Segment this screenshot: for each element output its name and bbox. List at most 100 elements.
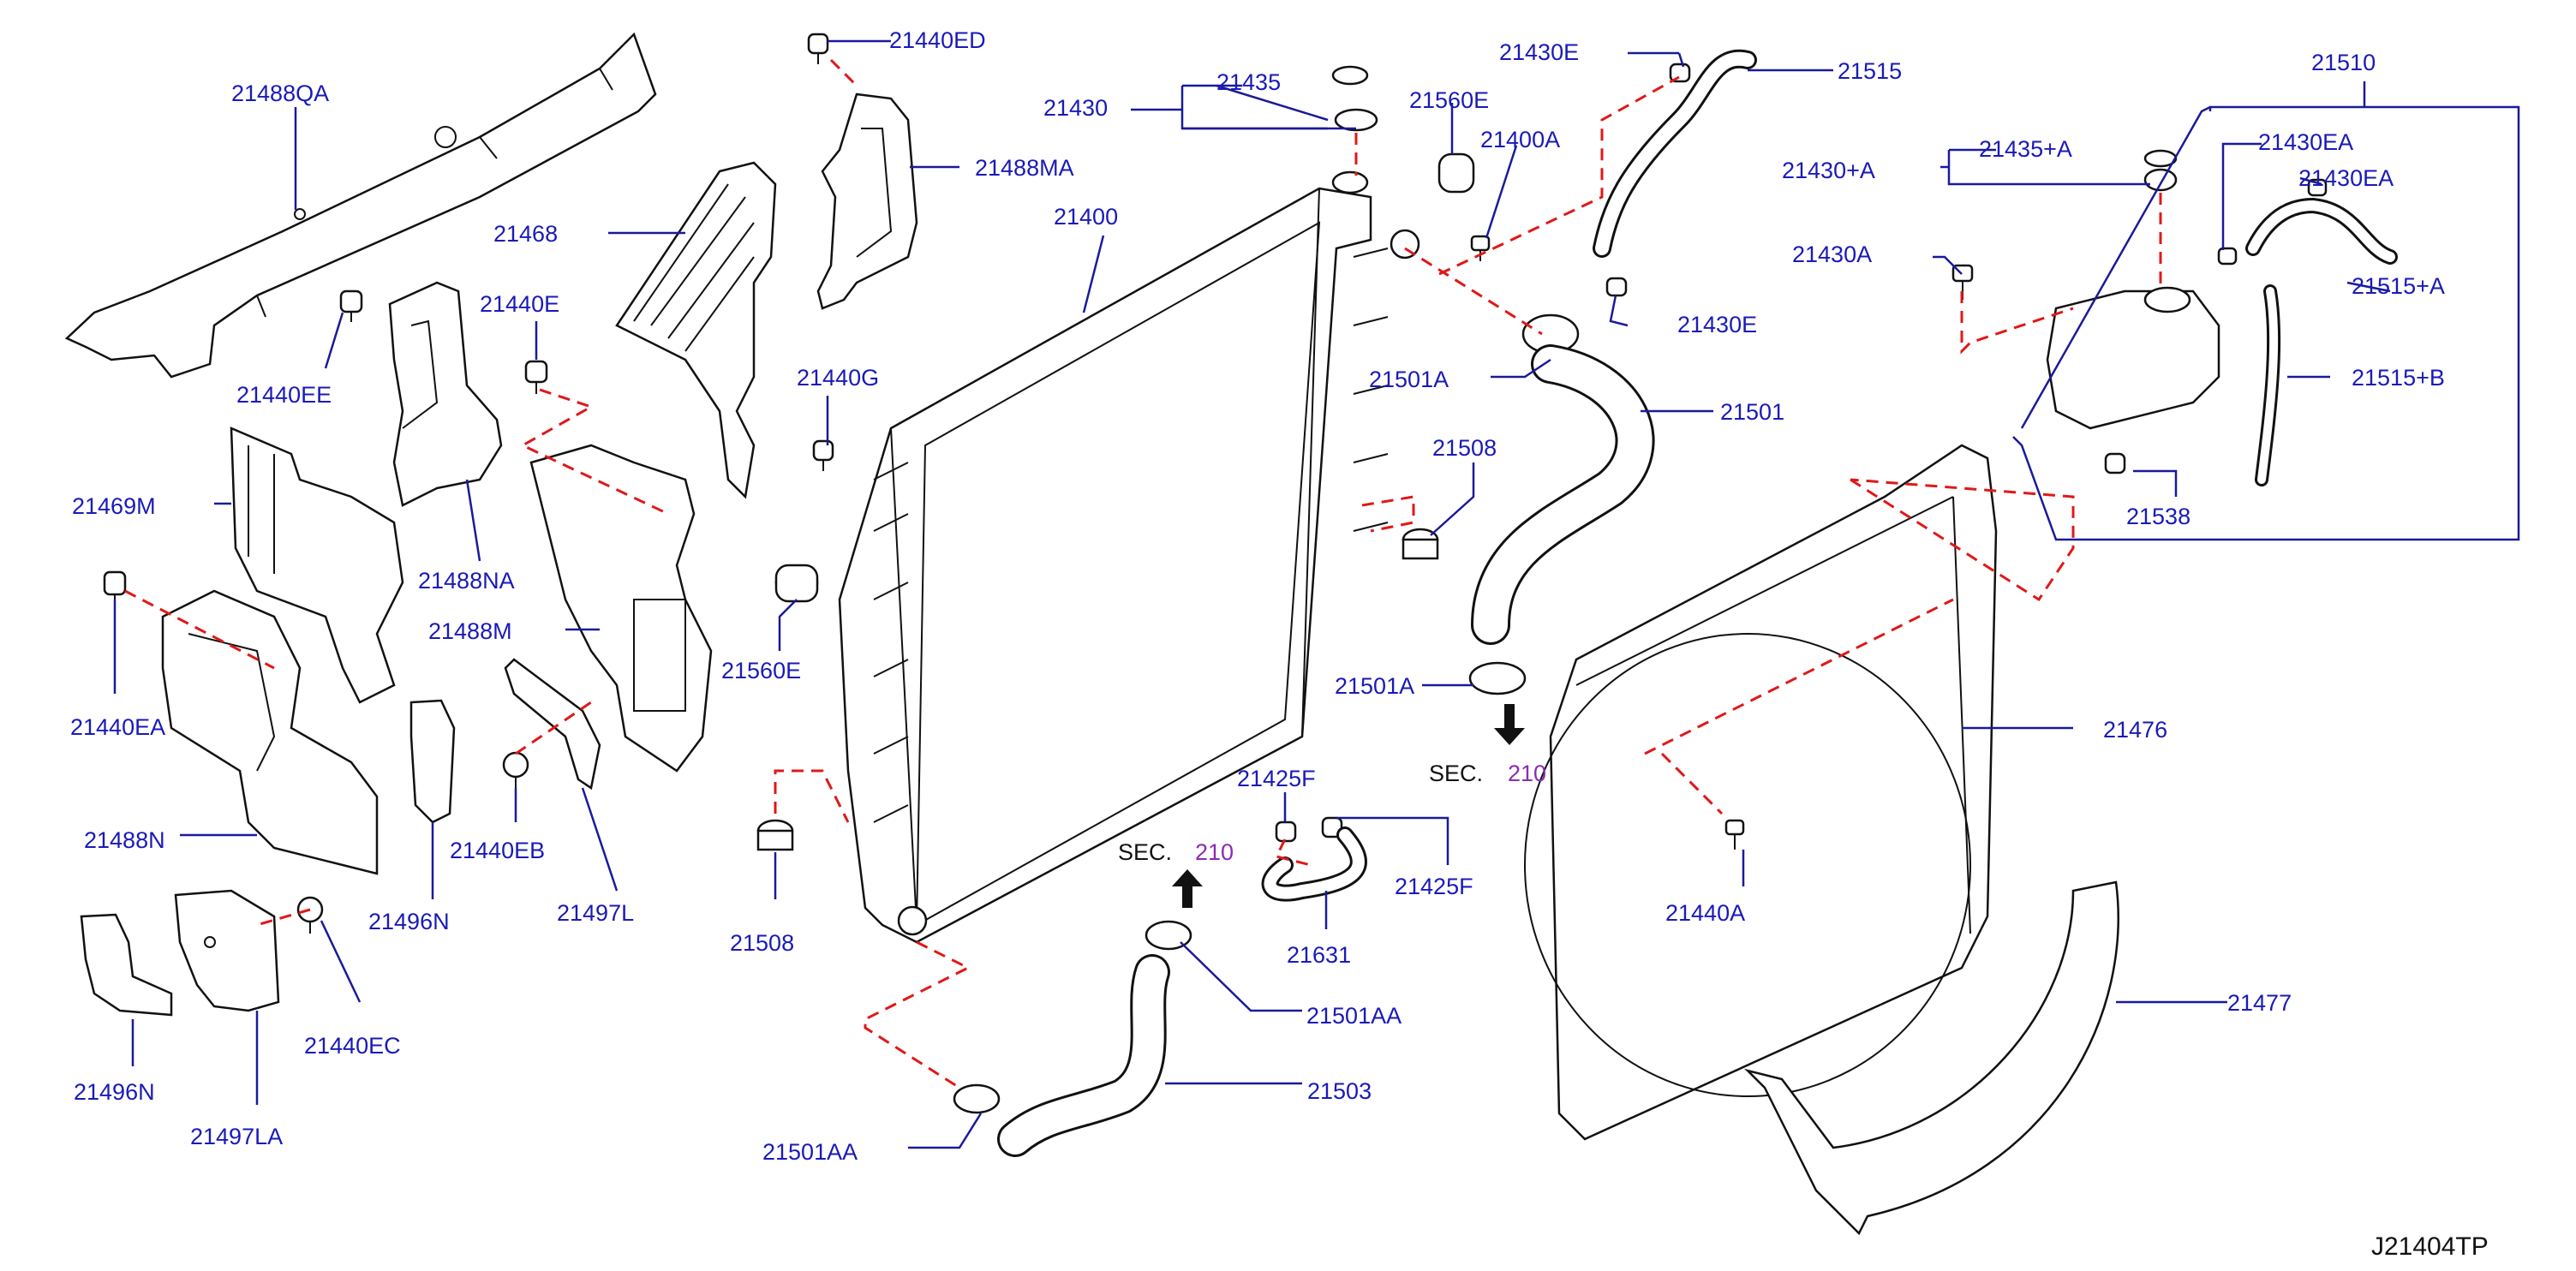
reservoir-tank-21510: [2046, 286, 2220, 430]
section-ref-word: SEC.: [1429, 761, 1483, 786]
label-21501: 21501: [1720, 399, 1784, 425]
clamp-21430EA-1: [2217, 247, 2238, 266]
clip-21440EE: [339, 289, 363, 322]
hose-21631: [1261, 826, 1367, 902]
label-21488MA: 21488MA: [975, 155, 1074, 181]
label-21468: 21468: [493, 221, 558, 247]
radiator-cap-21430: [1331, 65, 1378, 194]
label-21560E-top: 21560E: [1409, 87, 1489, 113]
dashed-connectors: [124, 58, 2162, 1089]
plug-21508-bottom: [756, 819, 794, 851]
lower-deflector-21469M: [230, 427, 404, 704]
fan-shroud-21476: [1524, 444, 1998, 1141]
label-21440EB: 21440EB: [450, 838, 545, 863]
label-21560E-middle: 21560E: [721, 658, 801, 683]
seal-21497LA: [174, 889, 280, 1012]
mount-21560E-middle: [774, 564, 819, 603]
part-labels: 21488QA 21440ED 21435 21430 21560E 21400…: [70, 27, 2445, 1165]
label-21435A: 21435+A: [1979, 136, 2072, 162]
label-21508-top: 21508: [1432, 435, 1497, 461]
label-21515A: 21515+A: [2352, 273, 2445, 299]
side-deflector-21488NA: [388, 281, 503, 507]
label-21515B: 21515+B: [2352, 365, 2445, 391]
part-21538: [2104, 452, 2126, 474]
plug-21508-top: [1402, 528, 1439, 560]
mount-21560E-top: [1437, 152, 1475, 194]
label-21440A: 21440A: [1665, 900, 1745, 926]
section-ref-number[interactable]: 210: [1508, 761, 1546, 786]
label-21476: 21476: [2103, 717, 2167, 743]
label-21508-bottom: 21508: [730, 930, 794, 956]
clip-21440EC: [296, 896, 324, 934]
label-21430A: 21430A: [1792, 242, 1872, 267]
clip-21440EB: [502, 751, 529, 788]
bolt-21400A: [1470, 235, 1491, 261]
label-21440ED: 21440ED: [889, 27, 986, 53]
section-ref-word: SEC.: [1118, 839, 1172, 865]
drawing-id: J21404TP: [2371, 1232, 2489, 1261]
label-21497L: 21497L: [557, 900, 634, 926]
arrow-down-icon: [1494, 704, 1525, 745]
bolt-21440A: [1724, 819, 1745, 850]
label-21488NA: 21488NA: [418, 568, 515, 594]
label-21488QA: 21488QA: [231, 81, 329, 106]
upper-support-cover-21488QA: [64, 32, 657, 379]
label-21469M: 21469M: [72, 493, 156, 519]
hose-21515A: [2245, 197, 2398, 265]
label-21435: 21435: [1216, 69, 1281, 95]
clamp-21501A-mid: [1468, 661, 1527, 695]
label-21430A-plus: 21430+A: [1782, 158, 1875, 183]
label-21501AA-middle: 21501AA: [1306, 1003, 1402, 1029]
clamp-21430E-mid: [1605, 277, 1628, 297]
label-21538: 21538: [2126, 504, 2190, 529]
leader-lines: [113, 39, 2520, 1149]
label-21488N: 21488N: [84, 827, 165, 853]
clamp-21501AA-bottom: [953, 1083, 1001, 1114]
label-21425F-top: 21425F: [1237, 766, 1316, 791]
bracket-21488MA: [816, 92, 918, 310]
label-21501A-middle: 21501A: [1335, 673, 1414, 699]
section-ref-number[interactable]: 210: [1195, 839, 1234, 865]
label-21430EA-2: 21430EA: [2298, 165, 2394, 191]
hose-21501: [1471, 344, 1655, 645]
lower-shroud-21477: [1743, 880, 2119, 1236]
section-ref-left[interactable]: SEC. 210: [1118, 839, 1234, 865]
hose-21515: [1593, 49, 1757, 258]
label-21496N-middle: 21496N: [368, 909, 450, 934]
label-21631: 21631: [1287, 942, 1351, 968]
label-21510: 21510: [2311, 50, 2376, 75]
label-21440E: 21440E: [480, 291, 559, 317]
label-21503: 21503: [1307, 1078, 1372, 1104]
label-21501A-top: 21501A: [1369, 367, 1449, 392]
air-guide-21468: [615, 161, 777, 499]
seal-21496N-bottom: [80, 913, 173, 1017]
label-21400A: 21400A: [1480, 127, 1560, 152]
section-ref-right[interactable]: SEC. 210: [1429, 761, 1546, 786]
label-21440G: 21440G: [797, 365, 879, 391]
label-21425F-right: 21425F: [1395, 874, 1473, 899]
label-21430E-mid: 21430E: [1677, 312, 1757, 337]
clip-21440ED: [807, 33, 829, 64]
arrow-up-icon: [1172, 869, 1203, 908]
label-21440EE: 21440EE: [236, 382, 332, 408]
radiator-21400: [838, 187, 1420, 944]
side-bracket-21488M: [529, 444, 713, 773]
seal-strip-21497L: [504, 658, 601, 791]
label-21430EA-1: 21430EA: [2258, 129, 2353, 155]
seal-21496N-middle: [409, 699, 456, 824]
label-21496N-bottom: 21496N: [74, 1079, 155, 1105]
label-21440EA: 21440EA: [70, 714, 165, 740]
clamp-21430E-top: [1669, 63, 1691, 83]
label-21477: 21477: [2227, 990, 2292, 1016]
label-21430E-top: 21430E: [1499, 39, 1579, 65]
label-21488M: 21488M: [428, 618, 512, 644]
clip-21440G: [812, 439, 834, 471]
hose-21503: [997, 954, 1170, 1157]
clip-21440E: [524, 360, 548, 394]
label-21515: 21515: [1838, 58, 1902, 84]
label-21400: 21400: [1054, 204, 1118, 230]
label-21440EC: 21440EC: [304, 1033, 401, 1059]
label-21497LA: 21497LA: [190, 1124, 283, 1149]
clamp-21425F-left: [1275, 820, 1297, 843]
